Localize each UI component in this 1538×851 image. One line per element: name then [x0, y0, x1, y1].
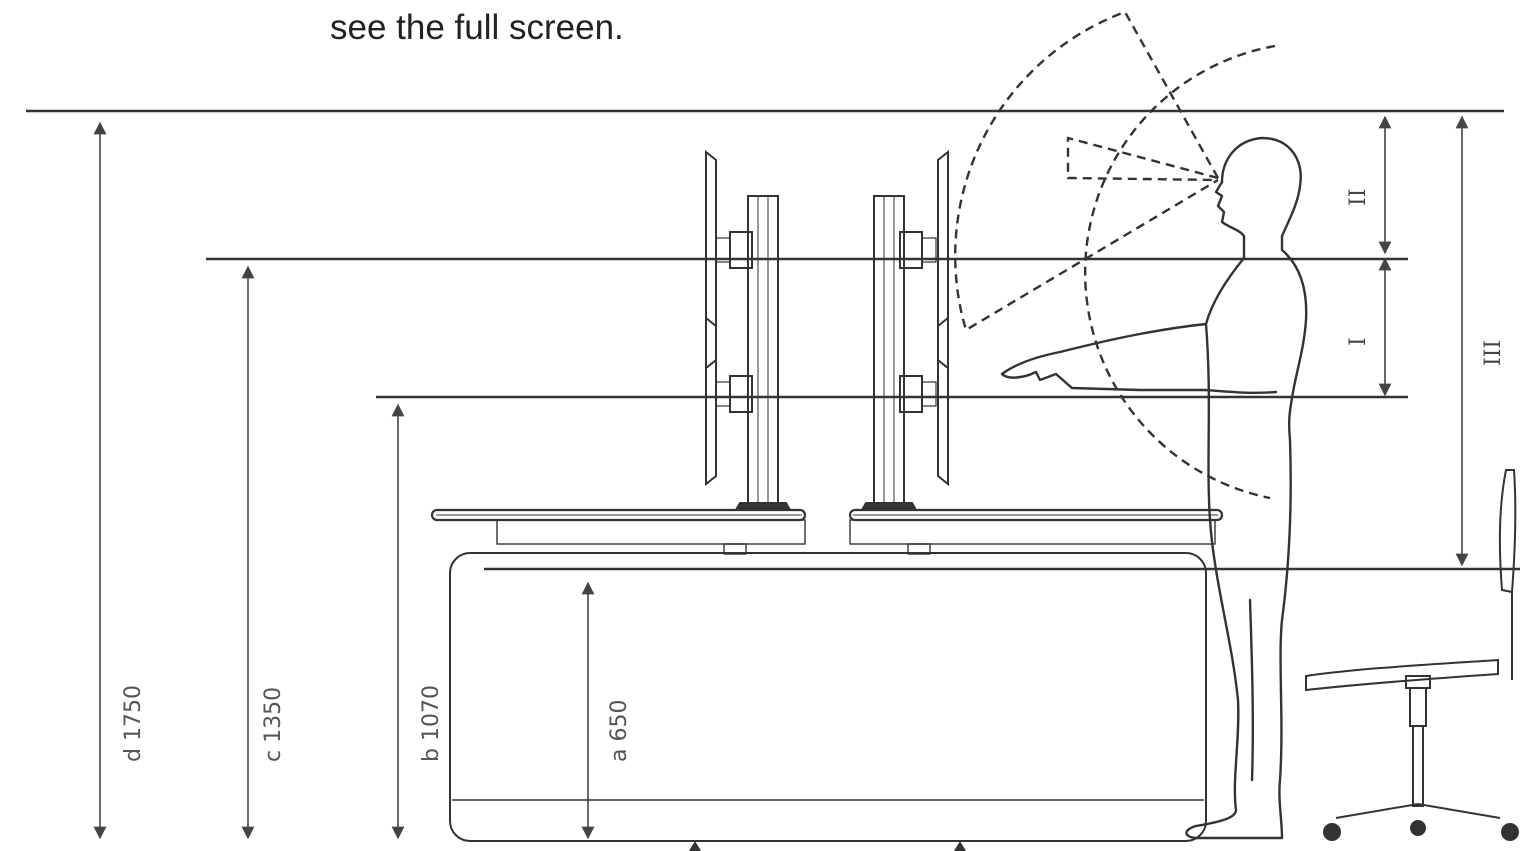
chair-seat: [1305, 658, 1499, 692]
chair-column: [1412, 725, 1424, 807]
focus-cone: [1066, 136, 1219, 182]
dimension-arrows: [93, 115, 1469, 840]
right-monitor-base: [860, 502, 918, 511]
chair-backrest: [1498, 469, 1517, 594]
person-face: [1214, 180, 1246, 260]
person-arm: [1000, 256, 1278, 395]
chair-column-top: [1405, 675, 1431, 689]
chair-wheel-left: [1323, 823, 1341, 841]
reach-and-view-arcs: [954, 10, 1276, 500]
reach-arc: [1083, 44, 1276, 500]
right-monitor-stack: [860, 149, 949, 511]
caption-text: see the full screen.: [330, 8, 624, 47]
right-worktop: [848, 508, 1224, 522]
dimension-a-label: a 650: [607, 700, 632, 762]
chair-base: [1335, 802, 1501, 819]
zone-3-label: III: [1481, 340, 1506, 366]
left-lower-screen: [705, 315, 717, 487]
left-monitor-base: [734, 502, 792, 511]
right-shelf-box: [849, 519, 1216, 545]
person-body-front: [1185, 322, 1294, 840]
desk-foot-right: [954, 841, 966, 851]
left-shelf-box: [496, 519, 806, 545]
viewing-cone: [954, 10, 1220, 332]
desk-cabinet: [449, 552, 1207, 842]
zone-2-label: II: [1346, 189, 1371, 206]
dimension-d-label: d 1750: [121, 685, 146, 762]
chair-wheel-middle: [1410, 820, 1426, 836]
left-worktop: [430, 508, 807, 522]
chair-gas-cylinder: [1409, 687, 1427, 727]
desk-foot-left: [689, 841, 701, 851]
dimension-b-label: b 1070: [419, 685, 444, 762]
reference-lines: [26, 109, 1520, 571]
office-chair: [1305, 469, 1519, 841]
left-monitor-stack: [705, 149, 792, 511]
chair-wheel-right: [1501, 823, 1519, 841]
standing-person: [1000, 136, 1308, 840]
person-head: [1220, 136, 1308, 400]
person-back-leg: [1248, 598, 1255, 782]
right-lower-screen: [937, 315, 949, 487]
dimension-c-label: c 1350: [261, 687, 286, 762]
zone-1-label: I: [1346, 337, 1371, 346]
console-desk: [430, 508, 1224, 851]
